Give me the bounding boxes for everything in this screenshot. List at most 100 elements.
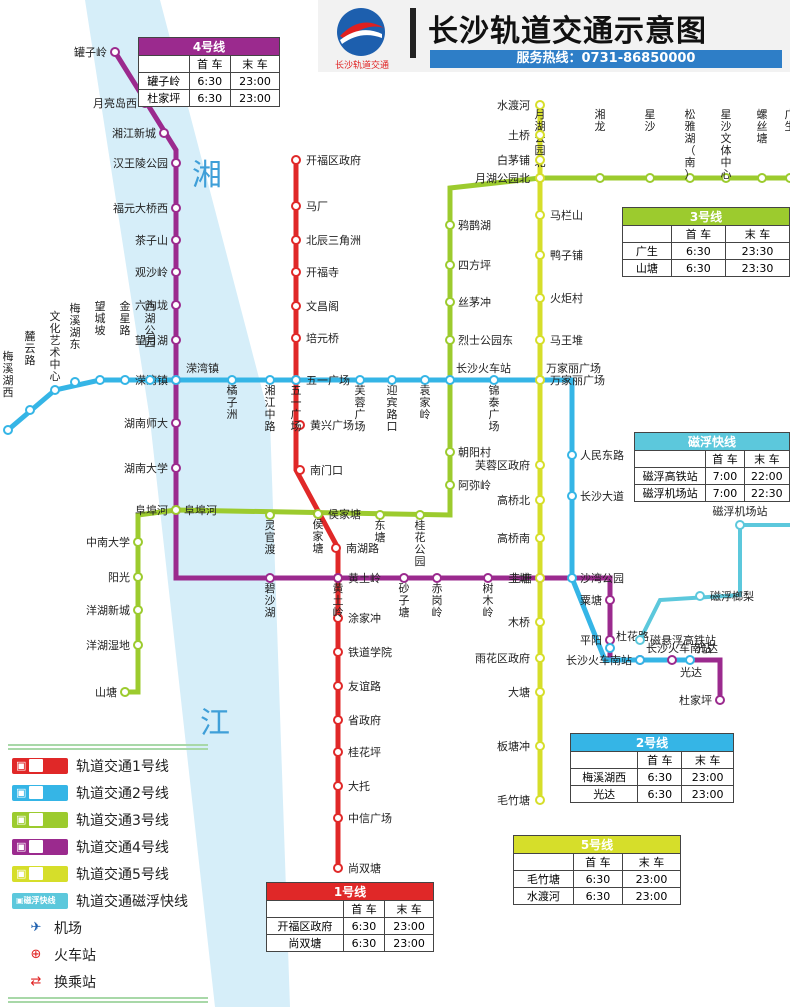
station-dot[interactable] [567, 573, 577, 583]
station-label[interactable]: 板塘冲 [497, 739, 530, 753]
station-label[interactable]: 湖南师大 [124, 416, 168, 430]
station-dot[interactable] [171, 463, 181, 473]
station-label[interactable]: 月亮岛西 [93, 96, 137, 110]
station-dot[interactable] [567, 491, 577, 501]
station-dot[interactable] [695, 591, 705, 601]
station-dot[interactable] [25, 405, 35, 415]
station-dot[interactable] [535, 495, 545, 505]
station-dot[interactable] [333, 613, 343, 623]
station-dot[interactable] [735, 520, 745, 530]
station-dot[interactable] [535, 573, 545, 583]
station-dot[interactable] [375, 510, 385, 520]
station-dot[interactable] [757, 173, 767, 183]
station-label[interactable]: 灵官渡 [265, 519, 276, 556]
station-dot[interactable] [120, 375, 130, 385]
station-label[interactable]: 丝茅冲 [458, 295, 491, 309]
station-dot[interactable] [535, 173, 545, 183]
station-dot[interactable] [133, 640, 143, 650]
station-dot[interactable] [445, 335, 455, 345]
station-dot[interactable] [333, 681, 343, 691]
station-dot[interactable] [605, 595, 615, 605]
station-dot[interactable] [721, 173, 731, 183]
station-label[interactable]: 阜埠河 [184, 503, 217, 517]
station-dot[interactable] [685, 173, 695, 183]
station-label[interactable]: 阳光 [108, 570, 130, 584]
station-dot[interactable] [420, 375, 430, 385]
station-label[interactable]: 月湖公园北 [475, 172, 530, 185]
station-label[interactable]: 南门口 [310, 463, 343, 477]
station-dot[interactable] [535, 795, 545, 805]
station-label[interactable]: 涂家冲 [348, 611, 381, 625]
station-dot[interactable] [535, 293, 545, 303]
station-label[interactable]: 开福寺 [306, 265, 339, 279]
station-dot[interactable] [715, 695, 725, 705]
station-label[interactable]: 螺丝塘 [757, 108, 768, 145]
station-dot[interactable] [333, 747, 343, 757]
station-dot[interactable] [3, 425, 13, 435]
station-dot[interactable] [415, 510, 425, 520]
station-label[interactable]: 四方坪 [458, 258, 491, 272]
station-dot[interactable] [295, 420, 305, 430]
station-dot[interactable] [171, 203, 181, 213]
station-dot[interactable] [432, 573, 442, 583]
station-dot[interactable] [313, 509, 323, 519]
station-dot[interactable] [333, 715, 343, 725]
station-dot[interactable] [535, 250, 545, 260]
station-dot[interactable] [291, 267, 301, 277]
station-label[interactable]: 白茅铺 [497, 153, 530, 167]
station-label[interactable]: 高桥南 [497, 531, 530, 545]
station-dot[interactable] [535, 617, 545, 627]
station-label[interactable]: 黄土岭 [348, 571, 381, 585]
station-label[interactable]: 湘江新城 [112, 126, 156, 140]
station-dot[interactable] [291, 375, 301, 385]
station-label[interactable]: 培元桥 [306, 331, 339, 345]
station-label[interactable]: 茶子山 [135, 234, 168, 247]
station-label[interactable]: 芙蓉广场 [355, 383, 366, 433]
station-label[interactable]: 星沙 [645, 108, 656, 133]
station-label[interactable]: 侯家塘 [328, 507, 361, 521]
station-label[interactable]: 马栏山 [550, 208, 583, 222]
station-dot[interactable] [445, 375, 455, 385]
station-label[interactable]: 鸦鹊湖 [458, 218, 491, 232]
station-label[interactable]: 木桥 [508, 616, 530, 629]
station-dot[interactable] [145, 375, 155, 385]
station-dot[interactable] [535, 741, 545, 751]
station-label[interactable]: 朝阳村 [458, 445, 491, 459]
station-dot[interactable] [120, 687, 130, 697]
station-dot[interactable] [445, 447, 455, 457]
station-label[interactable]: 袁家岭 [420, 384, 431, 421]
station-dot[interactable] [535, 687, 545, 697]
station-label[interactable]: 金星路 [120, 299, 131, 337]
station-dot[interactable] [133, 605, 143, 615]
station-label[interactable]: 松雅湖（南） [685, 107, 696, 181]
station-label[interactable]: 锦泰广场 [489, 383, 500, 433]
station-label[interactable]: 水渡河 [497, 98, 530, 112]
station-dot[interactable] [785, 173, 790, 183]
station-label[interactable]: 砂子塘 [399, 582, 410, 619]
station-label[interactable]: 平阳 [580, 634, 602, 647]
station-dot[interactable] [295, 465, 305, 475]
station-label[interactable]: 桂花坪 [348, 745, 381, 759]
station-label[interactable]: 五一广场 [306, 373, 350, 387]
station-label[interactable]: 罐子岭 [74, 45, 107, 59]
station-label[interactable]: 碧沙湖 [265, 582, 276, 619]
station-label[interactable]: 省政府 [348, 713, 381, 727]
station-dot[interactable] [171, 375, 181, 385]
station-dot[interactable] [635, 635, 645, 645]
station-label[interactable]: 圭塘 [508, 571, 530, 585]
station-dot[interactable] [535, 100, 545, 110]
station-dot[interactable] [387, 375, 397, 385]
station-label[interactable]: 毛竹塘 [497, 793, 530, 807]
station-label[interactable]: 北辰三角洲 [306, 234, 361, 247]
station-label[interactable]: 人民东路 [580, 449, 624, 462]
station-label[interactable]: 福元大桥西 [113, 201, 168, 215]
station-label[interactable]: 六沟垅 [135, 299, 168, 312]
station-label[interactable]: 西湖公园 [145, 300, 156, 349]
station-label[interactable]: 磁浮机场站 [713, 504, 768, 518]
station-label[interactable]: 观沙岭 [135, 265, 168, 279]
station-dot[interactable] [333, 813, 343, 823]
station-label[interactable]: 杜家坪 [679, 693, 712, 707]
station-dot[interactable] [399, 573, 409, 583]
station-label[interactable]: 溁湾镇 [186, 361, 219, 375]
station-label[interactable]: 雨花区政府 [475, 651, 530, 665]
